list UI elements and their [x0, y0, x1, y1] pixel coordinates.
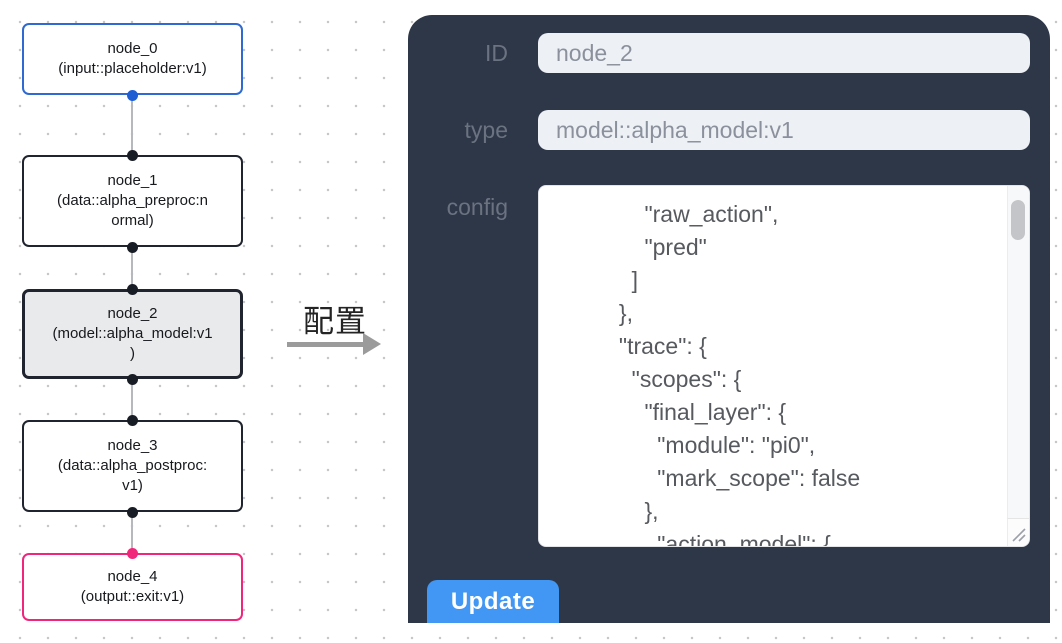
- flow-node-node-1[interactable]: node_1 (data::alpha_preproc:n ormal): [22, 155, 243, 247]
- configure-label: 配置: [303, 304, 367, 339]
- port-node2-out[interactable]: [127, 374, 138, 385]
- port-node4-in[interactable]: [127, 548, 138, 559]
- config-scrollbar-corner: [1007, 518, 1029, 546]
- edge-node2-node3: [131, 379, 133, 420]
- edge-node0-node1: [131, 95, 133, 155]
- config-json-text[interactable]: "raw_action", "pred" ] }, "trace": { "sc…: [618, 201, 861, 546]
- type-input[interactable]: [538, 110, 1030, 150]
- arrow-right-icon: [287, 333, 387, 355]
- id-input[interactable]: [538, 33, 1030, 73]
- port-node3-in[interactable]: [127, 415, 138, 426]
- flow-node-node-4[interactable]: node_4 (output::exit:v1): [22, 553, 243, 621]
- id-field-label: ID: [485, 40, 508, 66]
- flow-node-node-3[interactable]: node_3 (data::alpha_postproc: v1): [22, 420, 243, 512]
- arrow-shaft: [287, 342, 365, 347]
- port-node1-in[interactable]: [127, 150, 138, 161]
- edge-node1-node2: [131, 247, 133, 289]
- config-field-label: config: [446, 194, 508, 220]
- config-scrollbar-track[interactable]: [1007, 186, 1029, 518]
- config-scrollbar-thumb[interactable]: [1011, 200, 1025, 240]
- arrow-head: [363, 333, 381, 355]
- resize-handle-icon[interactable]: [1009, 525, 1027, 543]
- flow-node-node-0[interactable]: node_0 (input::placeholder:v1): [22, 23, 243, 95]
- port-node3-out[interactable]: [127, 507, 138, 518]
- port-node1-out[interactable]: [127, 242, 138, 253]
- flow-node-node-2-selected[interactable]: node_2 (model::alpha_model:v1 ): [22, 289, 243, 379]
- edge-node3-node4: [131, 512, 133, 553]
- flow-canvas[interactable]: node_0 (input::placeholder:v1) node_1 (d…: [0, 0, 270, 643]
- update-button[interactable]: Update: [427, 580, 559, 623]
- port-node0-out[interactable]: [127, 90, 138, 101]
- port-node2-in[interactable]: [127, 284, 138, 295]
- config-editor[interactable]: "raw_action", "pred" ] }, "trace": { "sc…: [538, 185, 1030, 547]
- type-field-label: type: [464, 117, 508, 143]
- node-config-panel: ID type config "raw_action", "pred" ] },…: [408, 15, 1050, 623]
